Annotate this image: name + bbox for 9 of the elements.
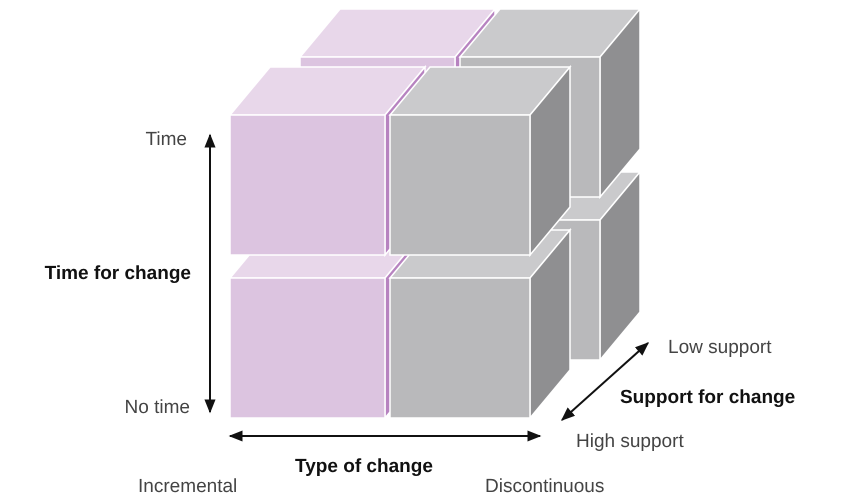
axis-title: Type of change — [295, 457, 433, 476]
axis-title: Support for change — [620, 388, 796, 407]
axis-label: High support — [576, 432, 684, 451]
axis-label: Low support — [668, 338, 772, 357]
axis-label: Incremental — [138, 477, 238, 496]
axis-label: No time — [124, 398, 190, 417]
axis-label: Time — [145, 130, 187, 149]
axis-label: Discontinuous — [485, 477, 604, 496]
axis-title: Time for change — [44, 264, 191, 283]
